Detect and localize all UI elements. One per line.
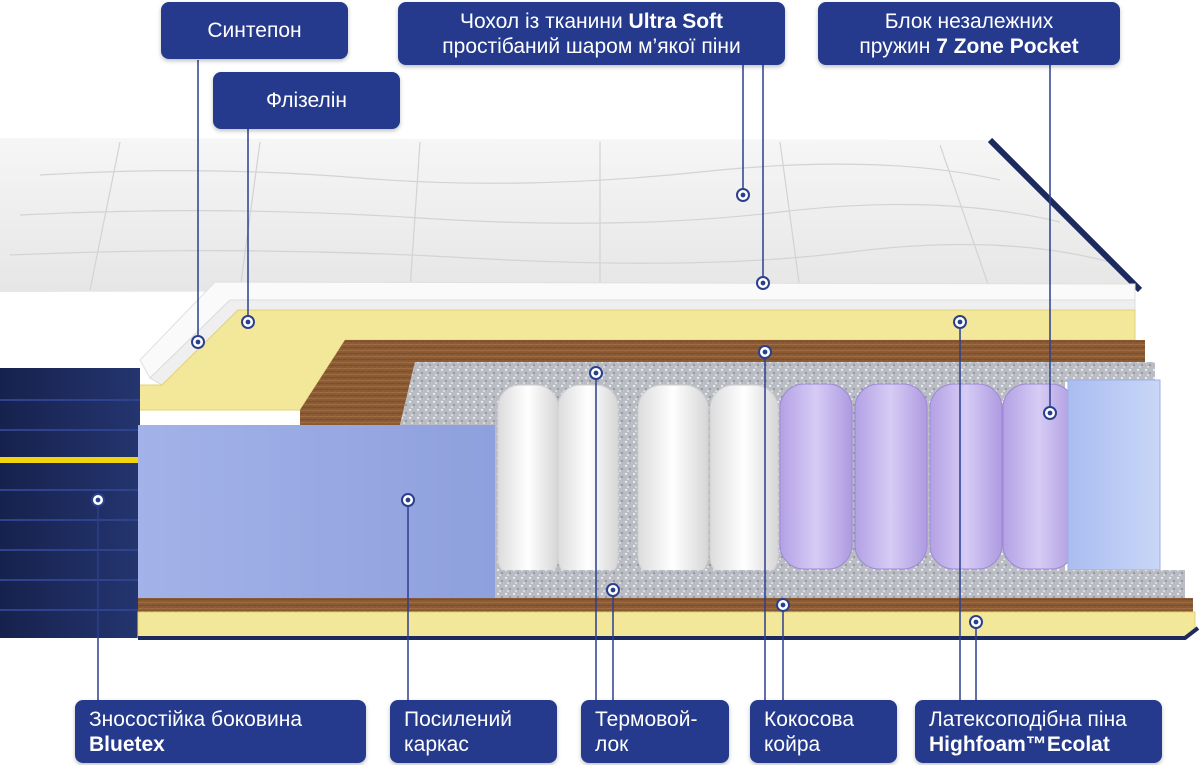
side-yellow-stripe [0,457,140,463]
springs-violet [779,383,1076,570]
label-sintepon-text: Синтепон [207,19,302,42]
label-cover-line2: простібаний шаром м’якої піни [442,34,741,58]
springs-white [497,384,779,581]
frame-foam-block [138,425,495,600]
label-side-line1: Зносостійка боковина [89,707,303,731]
bottom-latex-foam [137,611,1196,639]
bottom-thermo-layer [495,570,1185,600]
top-coir-layer [300,340,1145,425]
label-latex-line2: Highfoam™Ecolat [929,732,1110,756]
label-thermo-line2: лок [595,732,629,756]
label-frame-line2: каркас [404,732,469,756]
label-thermo: Термовой- лок [581,700,729,763]
label-thermo-line1: Термовой- [595,707,698,731]
label-frame-line1: Посилений [404,707,512,731]
label-coir-line2: койра [764,732,821,756]
label-springs-line1: Блок незалежних [884,9,1054,33]
label-latex: Латексоподібна піна Highfoam™Ecolat [915,700,1162,763]
label-springs-line2-text: пружин [859,34,937,58]
label-cover-line1-bold: Ultra Soft [628,9,724,33]
label-latex-line1: Латексоподібна піна [929,707,1127,731]
right-foam-block [1067,379,1161,571]
label-side: Зносостійка боковина Bluetex [75,700,366,763]
label-sintepon: Синтепон [161,2,348,59]
top-thermo-layer [400,362,1155,440]
leader-lines [97,58,1051,700]
marker-dot-centers [95,192,1053,625]
label-flizelin-text: Флізелін [265,89,348,112]
label-springs: Блок незалежних пружин 7 Zone Pocket [818,2,1120,65]
label-flizelin: Флізелін [213,72,400,129]
label-coir-line1: Кокосова [764,707,855,731]
label-cover-line1: Чохол із тканини Ultra Soft [460,9,723,34]
label-springs-line2-bold: 7 Zone Pocket [936,34,1079,58]
mattress-edge-piping [987,137,1143,293]
side-panel-stitching [0,399,140,611]
quilting-pattern [9,141,1111,291]
bottom-coir-layer [138,598,1193,612]
label-frame: Посилений каркас [390,700,557,763]
label-side-line2: Bluetex [89,732,165,756]
side-panel [0,368,140,638]
label-springs-line2: пружин 7 Zone Pocket [859,34,1078,59]
label-coir: Кокосова койра [750,700,897,763]
mattress-quilted-top [0,138,1135,292]
bottom-edge-piping [138,626,1200,640]
label-cover: Чохол із тканини Ultra Soft простібаний … [398,2,785,65]
label-cover-line1-text: Чохол із тканини [459,9,629,33]
